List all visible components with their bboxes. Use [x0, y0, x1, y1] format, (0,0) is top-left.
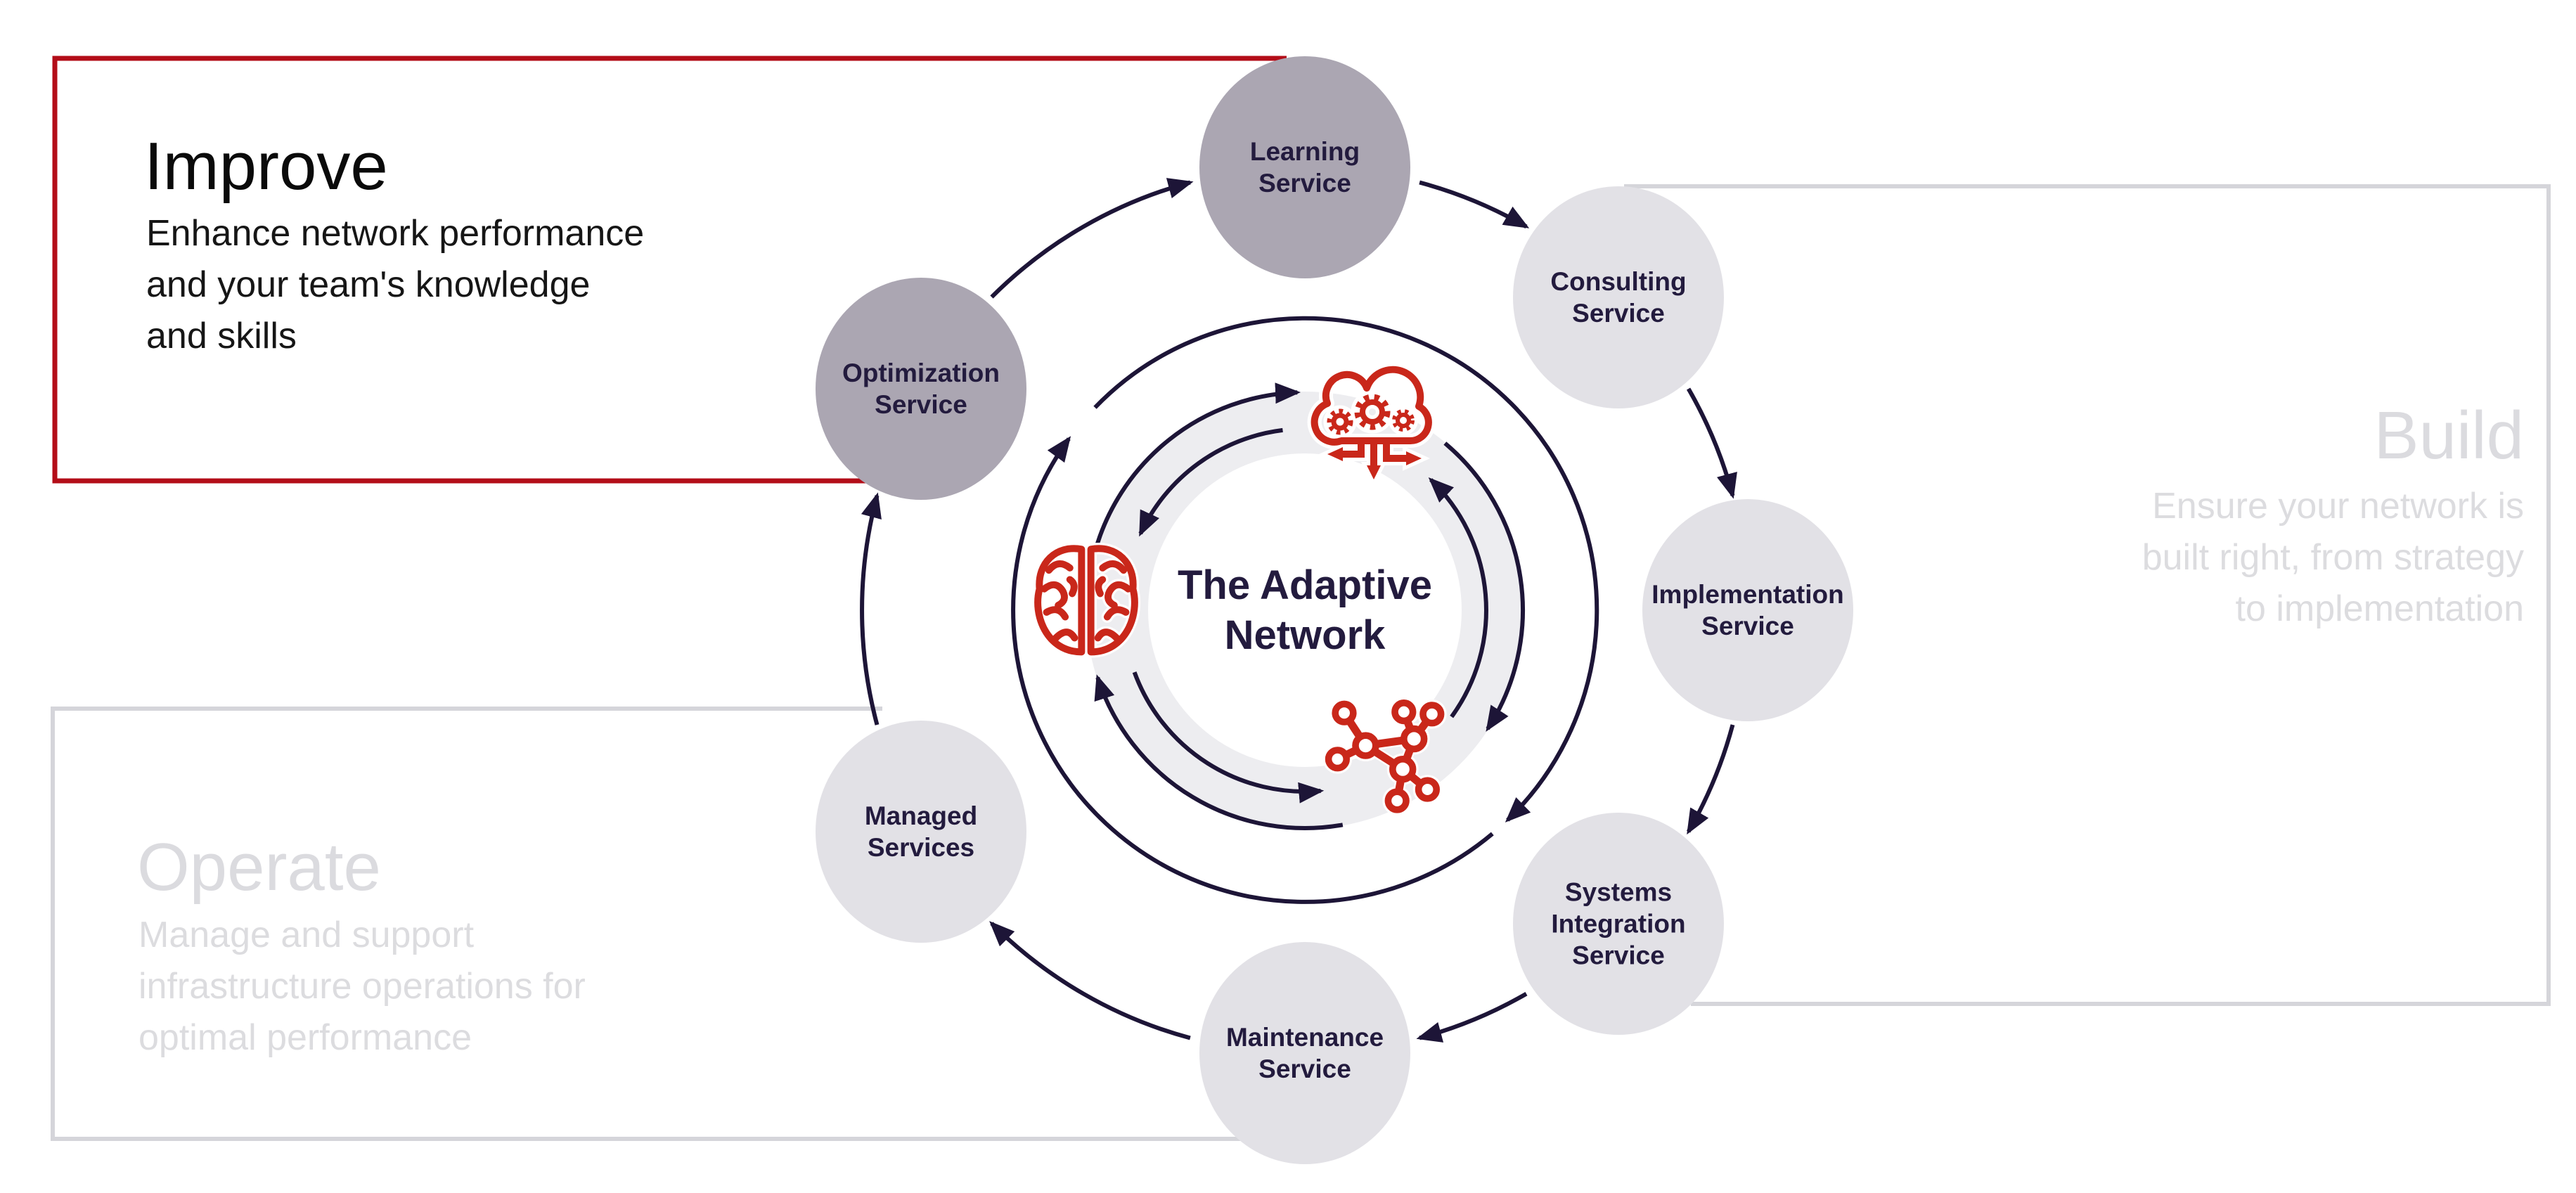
icon-cycle-arrows — [1092, 382, 1525, 830]
cycle-arc-maintenance-managed — [989, 921, 1191, 1040]
cloud-automation-icon — [1310, 366, 1432, 479]
arc-cloud-to-brain — [1138, 427, 1283, 537]
operate-section-title: Operate — [137, 830, 381, 905]
arc-brain-to-cloud — [1092, 382, 1301, 555]
cycle-arc-implementation-systems — [1687, 724, 1735, 835]
service-circle-systems-integration — [1513, 813, 1724, 1035]
service-label-implementation: Implementation Service — [1651, 580, 1844, 640]
arc-network-to-brain — [1094, 674, 1344, 830]
service-circles — [816, 56, 1853, 1164]
cycle-arc-managed-optimization — [860, 492, 882, 726]
arc-cloud-to-network — [1443, 441, 1525, 732]
service-circle-implementation — [1642, 499, 1853, 721]
service-label-learning: Learning Service — [1249, 137, 1360, 198]
service-label-managed: Managed Services — [864, 801, 978, 862]
cycle-arc-systems-maintenance — [1416, 992, 1528, 1043]
network-nodes-icon — [1325, 699, 1445, 813]
center-title: The Adaptive Network — [1177, 562, 1433, 658]
inner-ring-arc-a — [1011, 436, 1494, 904]
service-circle-maintenance — [1199, 942, 1410, 1164]
cycle-arc-consulting-implementation — [1687, 387, 1737, 499]
cycle-arc-optimization-learning — [990, 178, 1194, 299]
service-label-maintenance: Maintenance Service — [1225, 1023, 1384, 1083]
inner-ring-arc-b — [1093, 316, 1599, 823]
inner-cycle-ring — [1011, 316, 1599, 904]
operate-section-frame — [51, 707, 1266, 1141]
service-circle-learning — [1199, 56, 1410, 278]
operate-section-description: Manage and support infrastructure operat… — [139, 915, 586, 1058]
service-circle-consulting — [1513, 186, 1724, 408]
service-label-systems-integration: Systems Integration Service — [1551, 877, 1686, 970]
service-circle-managed — [816, 721, 1026, 943]
build-section-frame — [1624, 184, 2551, 1006]
service-label-optimization: Optimization Service — [842, 359, 1000, 419]
improve-section-frame — [52, 56, 1287, 484]
outer-service-cycle — [860, 178, 1737, 1043]
brain-icon — [1034, 545, 1138, 656]
arc-network-to-cloud — [1428, 477, 1488, 718]
build-section-title: Build — [2374, 398, 2524, 473]
cycle-arc-learning-consulting — [1419, 180, 1530, 228]
service-label-consulting: Consulting Service — [1550, 267, 1687, 328]
service-circle-optimization — [816, 278, 1026, 500]
arc-brain-to-network — [1132, 671, 1325, 804]
improve-section-description: Enhance network performance and your tea… — [146, 213, 645, 356]
build-section-description: Ensure your network is built right, from… — [2142, 486, 2524, 629]
improve-section-title: Improve — [144, 129, 388, 204]
